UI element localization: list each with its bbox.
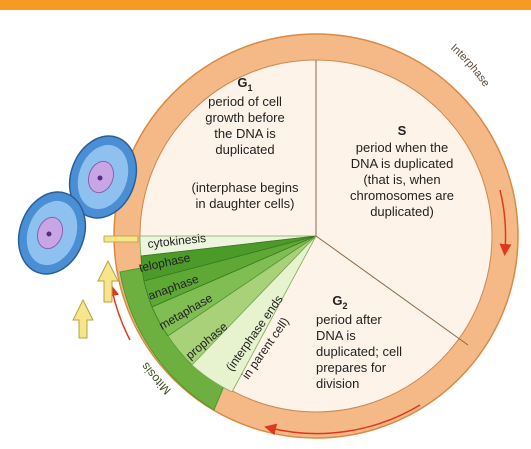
- g1-line-4: duplicated: [215, 142, 274, 157]
- orange-banner: [0, 0, 531, 10]
- g2-line-4: prepares for: [316, 360, 387, 375]
- s-line-4: chromosomes are: [350, 188, 454, 203]
- interphase-ring-label: Interphase: [448, 42, 492, 89]
- g2-line-5: division: [316, 376, 359, 391]
- cytokinesis-bar: [104, 236, 138, 242]
- g2-line-1: period after: [316, 312, 382, 327]
- g1-line-2: growth before: [205, 110, 285, 125]
- arrow-icon: [98, 261, 118, 302]
- g1-note-2: in daughter cells): [196, 196, 295, 211]
- g2-line-2: DNA is: [316, 328, 356, 343]
- s-line-5: duplicated): [370, 204, 434, 219]
- g1-line-3: the DNA is: [214, 126, 276, 141]
- g1-line-1: period of cell: [208, 94, 282, 109]
- s-title: S: [398, 123, 407, 138]
- s-line-3: (that is, when: [363, 172, 440, 187]
- g2-line-3: duplicated; cell: [316, 344, 402, 359]
- s-line-1: period when the: [356, 140, 449, 155]
- s-line-2: DNA is duplicated: [351, 156, 454, 171]
- arrow-icon: [73, 300, 93, 338]
- g1-note-1: (interphase begins: [192, 180, 299, 195]
